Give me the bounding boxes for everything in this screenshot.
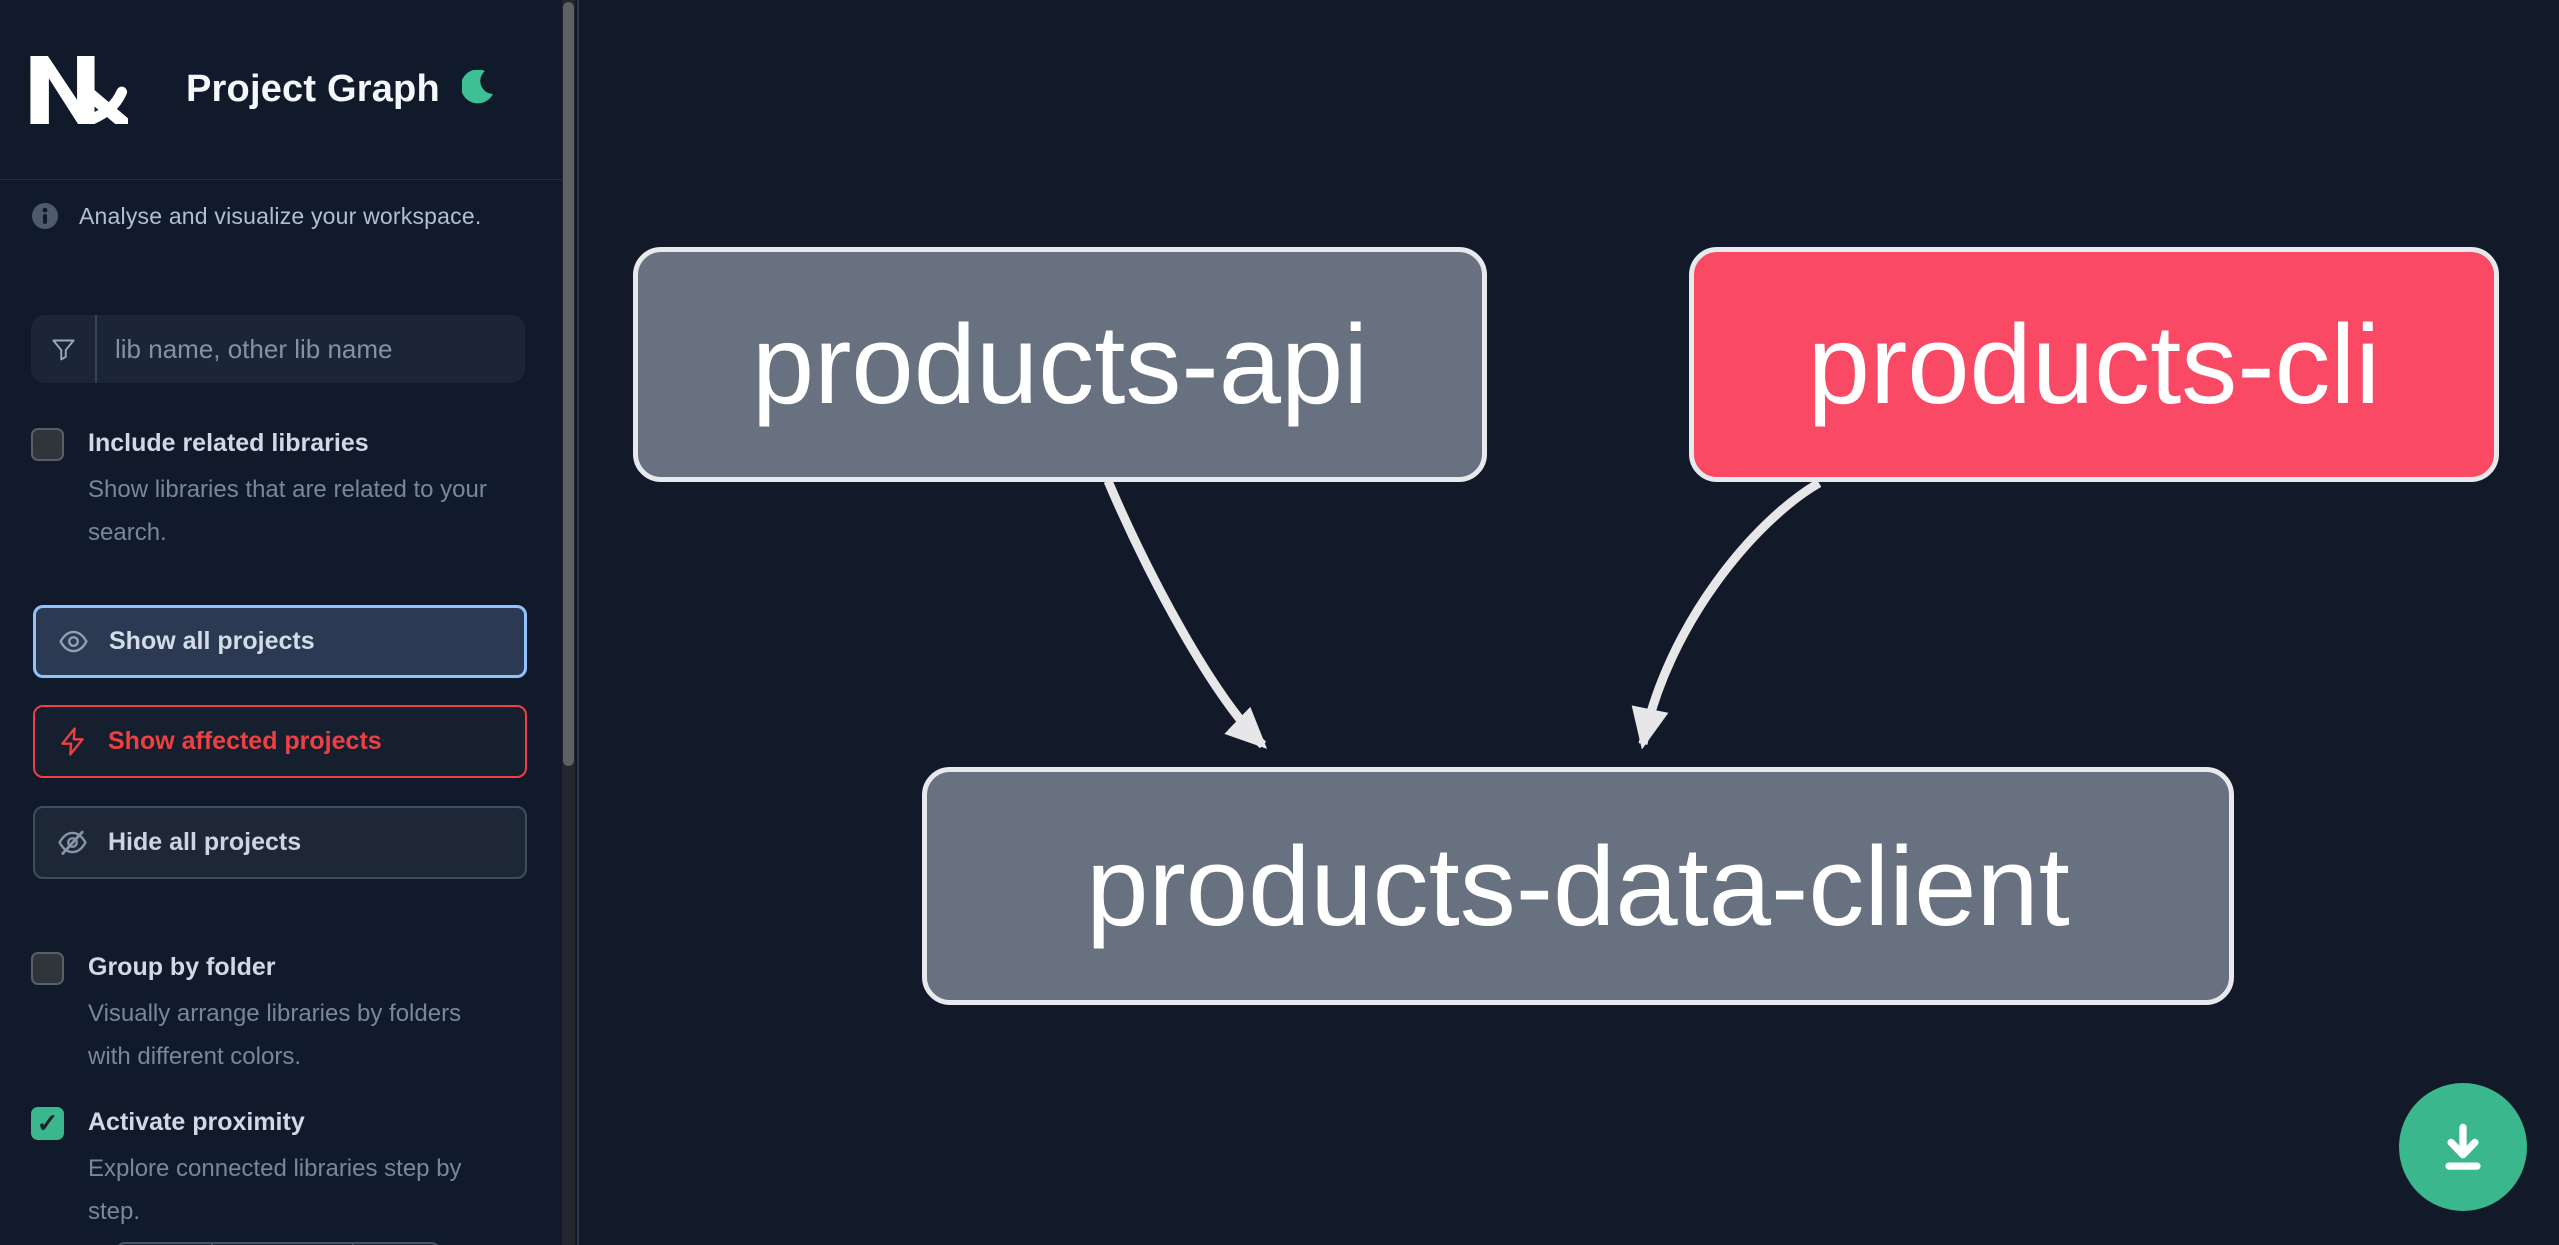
eye-slash-icon xyxy=(58,830,87,855)
download-icon xyxy=(2445,1123,2481,1170)
sidebar-scrollbar-thumb[interactable] xyxy=(563,2,574,766)
page-title: Project Graph xyxy=(186,68,440,110)
show-all-projects-label: Show all projects xyxy=(109,627,315,655)
search-input[interactable] xyxy=(97,315,525,383)
sidebar-scrollbar-track[interactable] xyxy=(562,0,575,1245)
graph-node-products-cli[interactable]: products-cli xyxy=(1689,247,2499,482)
nx-logo xyxy=(30,55,128,124)
filter-icon-cell xyxy=(31,315,97,383)
info-icon xyxy=(32,203,58,229)
graph-node-products-data-client[interactable]: products-data-client xyxy=(922,767,2234,1005)
graph-canvas[interactable]: products-api products-cli products-data-… xyxy=(579,0,2559,1245)
dependency-edges xyxy=(1103,479,1822,750)
show-affected-projects-label: Show affected projects xyxy=(108,727,382,755)
group-by-folder-checkbox[interactable] xyxy=(31,952,64,985)
sidebar-header: Project Graph xyxy=(0,0,562,180)
include-related-toggle: Include related libraries Show libraries… xyxy=(31,427,525,554)
eye-icon xyxy=(59,630,88,653)
activate-proximity-description: Explore connected libraries step by step… xyxy=(88,1155,462,1225)
hide-all-projects-label: Hide all projects xyxy=(108,828,302,856)
show-affected-projects-button[interactable]: Show affected projects xyxy=(33,705,527,778)
show-all-projects-button[interactable]: Show all projects xyxy=(33,605,527,678)
activate-proximity-toggle: ✓ Activate proximity Explore connected l… xyxy=(31,1106,525,1233)
include-related-label: Include related libraries xyxy=(88,429,369,457)
funnel-icon xyxy=(51,339,75,360)
sidebar: Project Graph Analyse and visualize your… xyxy=(0,0,579,1245)
theme-toggle-button[interactable] xyxy=(460,68,498,110)
download-graph-button[interactable] xyxy=(2399,1083,2527,1211)
hide-all-projects-button[interactable]: Hide all projects xyxy=(33,806,527,879)
moon-icon xyxy=(460,68,493,103)
activate-proximity-label: Activate proximity xyxy=(88,1108,305,1136)
group-by-folder-toggle: Group by folder Visually arrange librari… xyxy=(31,951,525,1078)
group-by-folder-description: Visually arrange libraries by folders wi… xyxy=(88,1000,462,1070)
workspace-tagline: Analyse and visualize your workspace. xyxy=(31,202,481,230)
checkmark-icon: ✓ xyxy=(36,1107,59,1138)
include-related-checkbox[interactable] xyxy=(31,428,64,461)
edge-products-api-to-data-client xyxy=(1103,479,1268,749)
tagline-text: Analyse and visualize your workspace. xyxy=(79,202,482,229)
bolt-icon xyxy=(61,727,84,756)
include-related-description: Show libraries that are related to your … xyxy=(88,476,487,546)
activate-proximity-checkbox[interactable]: ✓ xyxy=(31,1107,64,1140)
edge-products-cli-to-data-client xyxy=(1631,479,1822,750)
graph-node-products-api[interactable]: products-api xyxy=(633,247,1487,482)
search-box xyxy=(31,315,525,383)
group-by-folder-label: Group by folder xyxy=(88,953,276,981)
